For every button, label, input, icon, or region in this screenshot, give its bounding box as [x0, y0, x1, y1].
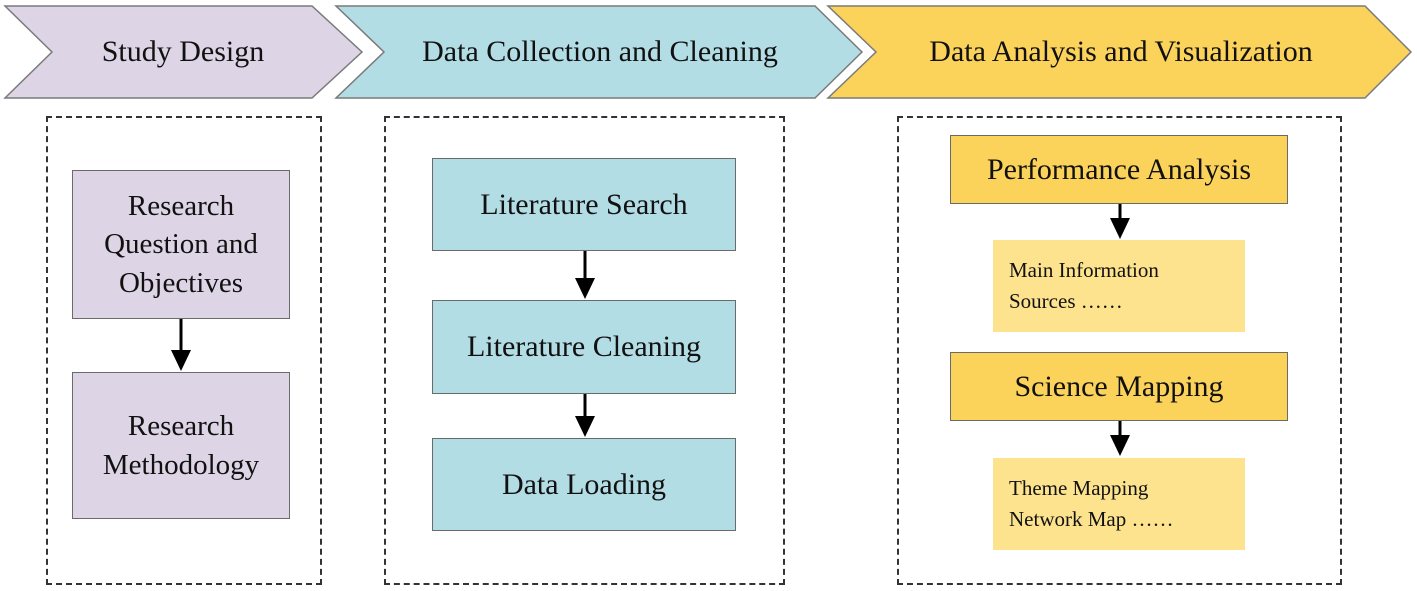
research-methodology-label: Research Methodology [102, 410, 260, 481]
mapping-details-line2: Network Map …… [1009, 507, 1174, 531]
science-mapping-label: Science Mapping [1014, 369, 1224, 403]
mapping-details-line1: Theme Mapping [1009, 475, 1149, 500]
performance-analysis-label: Performance Analysis [986, 152, 1252, 186]
performance-details-line1: Main Information [1009, 257, 1159, 282]
literature-cleaning-box: Literature Cleaning [432, 300, 736, 394]
research-methodology-box: Research Methodology [72, 372, 290, 519]
research-question-label: Research Question and Objectives [104, 190, 258, 299]
arrow-search-to-cleaning [575, 251, 595, 299]
arrow-cleaning-to-loading [575, 394, 595, 437]
data-collection-panel [384, 116, 785, 585]
stage-title-data-collection: Data Collection and Cleaning [422, 35, 778, 68]
literature-search-label: Literature Search [480, 187, 688, 221]
literature-search-box: Literature Search [432, 158, 736, 251]
performance-details-box: Main Information Sources …… [993, 240, 1245, 332]
performance-analysis-box: Performance Analysis [950, 135, 1288, 204]
stage-chevron-data-collection [334, 5, 864, 99]
arrow-mapping-to-details [1110, 421, 1130, 456]
mapping-details-box: Theme Mapping Network Map …… [993, 458, 1245, 550]
stage-chevron-study-design [3, 5, 364, 99]
stage-title-data-analysis: Data Analysis and Visualization [929, 35, 1313, 68]
performance-details-line2: Sources …… [1009, 289, 1123, 313]
stage-chevron-data-analysis [826, 5, 1413, 99]
arrow-question-to-methodology [171, 319, 191, 371]
research-question-box: Research Question and Objectives [72, 170, 290, 319]
data-loading-box: Data Loading [432, 438, 736, 531]
science-mapping-box: Science Mapping [950, 352, 1288, 421]
literature-cleaning-label: Literature Cleaning [466, 330, 702, 364]
data-analysis-panel [897, 116, 1342, 585]
arrow-performance-to-details [1110, 204, 1130, 239]
stage-title-study-design: Study Design [101, 35, 265, 68]
study-design-panel [46, 116, 322, 585]
data-loading-label: Data Loading [501, 467, 667, 501]
